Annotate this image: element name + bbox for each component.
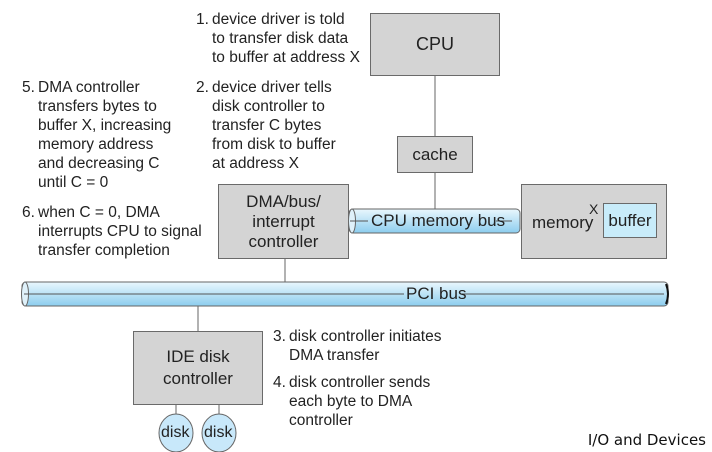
- step-4: 4. disk controller sends each byte to DM…: [273, 373, 430, 430]
- step-text: device driver is told to transfer disk d…: [212, 11, 360, 66]
- step-number: 2.: [196, 79, 209, 96]
- step-number: 5.: [22, 79, 35, 96]
- buffer-label: buffer: [608, 211, 652, 230]
- step-text: device driver tells disk controller to t…: [212, 79, 336, 172]
- disk-1-label: disk: [161, 424, 190, 441]
- step-6: 6. when C = 0, DMA interrupts CPU to sig…: [22, 203, 202, 260]
- dma-controller-label: DMA/bus/ interrupt controller: [246, 191, 321, 251]
- step-text: when C = 0, DMA interrupts CPU to signal…: [38, 204, 202, 259]
- cache-box: cache: [397, 136, 473, 173]
- step-text: disk controller initiates DMA transfer: [289, 328, 442, 364]
- slide-footer-title: I/O and Devices: [587, 431, 706, 449]
- cpu-memory-bus-label: CPU memory bus: [371, 211, 506, 230]
- disk-1-shape: [158, 413, 194, 452]
- step-number: 1.: [196, 11, 209, 28]
- step-text: DMA controller transfers bytes to buffer…: [38, 79, 172, 191]
- step-text: disk controller sends each byte to DMA c…: [289, 374, 431, 429]
- memory-label: memory: [532, 213, 594, 232]
- cpu-box: CPU: [370, 13, 500, 76]
- address-x-label: X: [589, 201, 599, 217]
- step-3: 3. disk controller initiates DMA transfe…: [273, 327, 441, 365]
- step-2: 2. device driver tells disk controller t…: [196, 78, 336, 173]
- step-number: 4.: [273, 374, 286, 391]
- ide-controller-box: IDE disk controller: [133, 331, 263, 405]
- step-1: 1. device driver is told to transfer dis…: [196, 10, 360, 67]
- pci-bus: [21, 281, 669, 307]
- cpu-label: CPU: [415, 34, 454, 54]
- step-number: 3.: [273, 328, 286, 345]
- disk-2-label: disk: [204, 424, 233, 441]
- step-5: 5. DMA controller transfers bytes to buf…: [22, 78, 171, 192]
- cpu-memory-bus: [348, 208, 521, 234]
- ide-controller-label: IDE disk controller: [163, 347, 233, 388]
- buffer-box: buffer: [603, 203, 657, 238]
- step-number: 6.: [22, 204, 35, 221]
- disk-2-shape: [201, 413, 237, 452]
- cache-label: cache: [412, 145, 458, 164]
- pci-bus-label: PCI bus: [406, 284, 467, 303]
- dma-controller-box: DMA/bus/ interrupt controller: [218, 184, 349, 259]
- memory-box: memory X buffer: [521, 184, 667, 259]
